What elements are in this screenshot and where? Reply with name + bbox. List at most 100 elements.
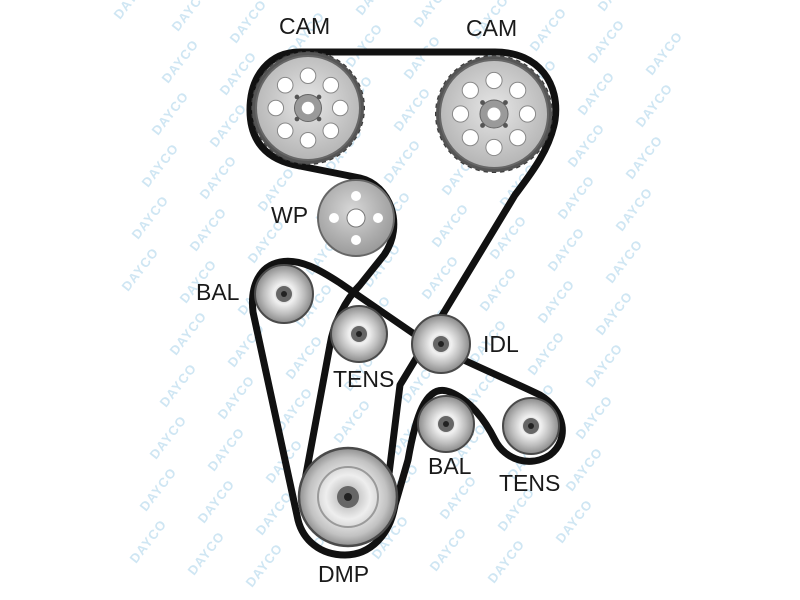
cam-hole — [322, 76, 340, 94]
watermark-text: DAYCO — [157, 361, 200, 410]
watermark-text: DAYCO — [427, 525, 470, 574]
watermark-text: DAYCO — [563, 445, 606, 494]
watermark-text: DAYCO — [353, 0, 396, 18]
watermark-text: DAYCO — [381, 137, 424, 186]
cam-center-hole — [301, 101, 315, 115]
balance-shaft-pulley-upper — [254, 264, 314, 324]
watermark-text: DAYCO — [253, 489, 296, 538]
watermark-text: DAYCO — [149, 89, 192, 138]
watermark-text: DAYCO — [159, 37, 202, 86]
label-wp: WP — [271, 202, 308, 228]
watermark-text: DAYCO — [283, 333, 326, 382]
watermark-text: DAYCO — [187, 205, 230, 254]
watermark-text: DAYCO — [411, 0, 454, 30]
watermark-text: DAYCO — [623, 133, 666, 182]
cam-hole — [299, 131, 317, 149]
tensioner-pulley-center — [330, 305, 388, 363]
watermark-text: DAYCO — [583, 341, 626, 390]
label-tens-center: TENS — [333, 366, 394, 392]
cam-bolt — [480, 123, 485, 128]
cam-hole — [331, 99, 349, 117]
water-pump-pulley — [317, 179, 395, 257]
watermark-text: DAYCO — [485, 537, 528, 586]
watermark-text: DAYCO — [553, 497, 596, 546]
watermark-text: DAYCO — [477, 265, 520, 314]
watermark-text: DAYCO — [119, 245, 162, 294]
label-dmp: DMP — [318, 561, 369, 587]
watermark-text: DAYCO — [147, 413, 190, 462]
cam-bolt — [503, 100, 508, 105]
watermark-text: DAYCO — [215, 373, 258, 422]
watermark-text: DAYCO — [603, 237, 646, 286]
label-idl: IDL — [483, 331, 519, 357]
watermark-text: DAYCO — [167, 309, 210, 358]
label-cam-right: CAM — [466, 15, 517, 41]
idler-pulley — [411, 314, 471, 374]
cam-hole — [461, 129, 479, 147]
cam-hole — [485, 138, 503, 157]
watermark-text: DAYCO — [595, 0, 638, 14]
cam-hole — [485, 71, 503, 90]
cam-bolt — [294, 94, 300, 100]
cam-hole — [461, 81, 479, 99]
cam-hole — [509, 81, 527, 99]
cam-hole — [451, 105, 470, 123]
cam-hole — [267, 99, 285, 117]
cam-hole — [299, 67, 317, 85]
watermark-text: DAYCO — [129, 193, 172, 242]
watermark-text: DAYCO — [535, 277, 578, 326]
watermark-text: DAYCO — [137, 465, 180, 514]
watermark-text: DAYCO — [127, 517, 170, 566]
label-bal-lower: BAL — [428, 453, 472, 479]
watermark-text: DAYCO — [343, 21, 386, 70]
watermark-text: DAYCO — [169, 0, 212, 34]
watermark-text: DAYCO — [525, 329, 568, 378]
cam-bolt — [316, 94, 322, 100]
watermark-text: DAYCO — [429, 201, 472, 250]
cam-center-hole — [487, 107, 501, 121]
watermark-text: DAYCO — [573, 393, 616, 442]
label-cam-left: CAM — [279, 13, 330, 39]
tensioner-pulley-right — [502, 397, 560, 455]
damper-pulley — [297, 446, 399, 548]
balance-shaft-pulley-lower — [417, 395, 475, 453]
cam-pulley-right — [435, 55, 553, 173]
watermark-text: DAYCO — [207, 101, 250, 150]
cam-hole — [509, 129, 527, 147]
balance-belt — [248, 257, 566, 559]
watermark-text: DAYCO — [633, 81, 676, 130]
watermark-text: DAYCO — [643, 29, 686, 78]
watermark-text: DAYCO — [243, 541, 286, 590]
watermark-text: DAYCO — [585, 17, 628, 66]
watermark-text: DAYCO — [545, 225, 588, 274]
label-tens-right: TENS — [499, 470, 560, 496]
watermark-text: DAYCO — [593, 289, 636, 338]
cam-hole — [276, 76, 294, 94]
watermark-text: DAYCO — [227, 0, 270, 46]
label-bal-upper: BAL — [196, 279, 240, 305]
watermark-text: DAYCO — [575, 69, 618, 118]
watermark-text: DAYCO — [195, 477, 238, 526]
cam-hole — [518, 105, 537, 123]
watermark-text: DAYCO — [331, 397, 374, 446]
watermark-text: DAYCO — [111, 0, 154, 22]
watermark-text: DAYCO — [391, 85, 434, 134]
cam-hole — [276, 122, 294, 140]
cam-hole — [322, 122, 340, 140]
watermark-text: DAYCO — [139, 141, 182, 190]
watermark-text: DAYCO — [437, 473, 480, 522]
cam-bolt — [503, 123, 508, 128]
watermark-text: DAYCO — [613, 185, 656, 234]
cam-pulley-left — [251, 51, 365, 165]
watermark-text: DAYCO — [555, 173, 598, 222]
watermark-text: DAYCO — [185, 529, 228, 578]
watermark-text: DAYCO — [527, 5, 570, 54]
watermark-text: DAYCO — [401, 33, 444, 82]
cam-bolt — [316, 116, 322, 122]
cam-bolt — [294, 116, 300, 122]
watermark-text: DAYCO — [197, 153, 240, 202]
watermark-text: DAYCO — [565, 121, 608, 170]
watermark-text: DAYCO — [205, 425, 248, 474]
